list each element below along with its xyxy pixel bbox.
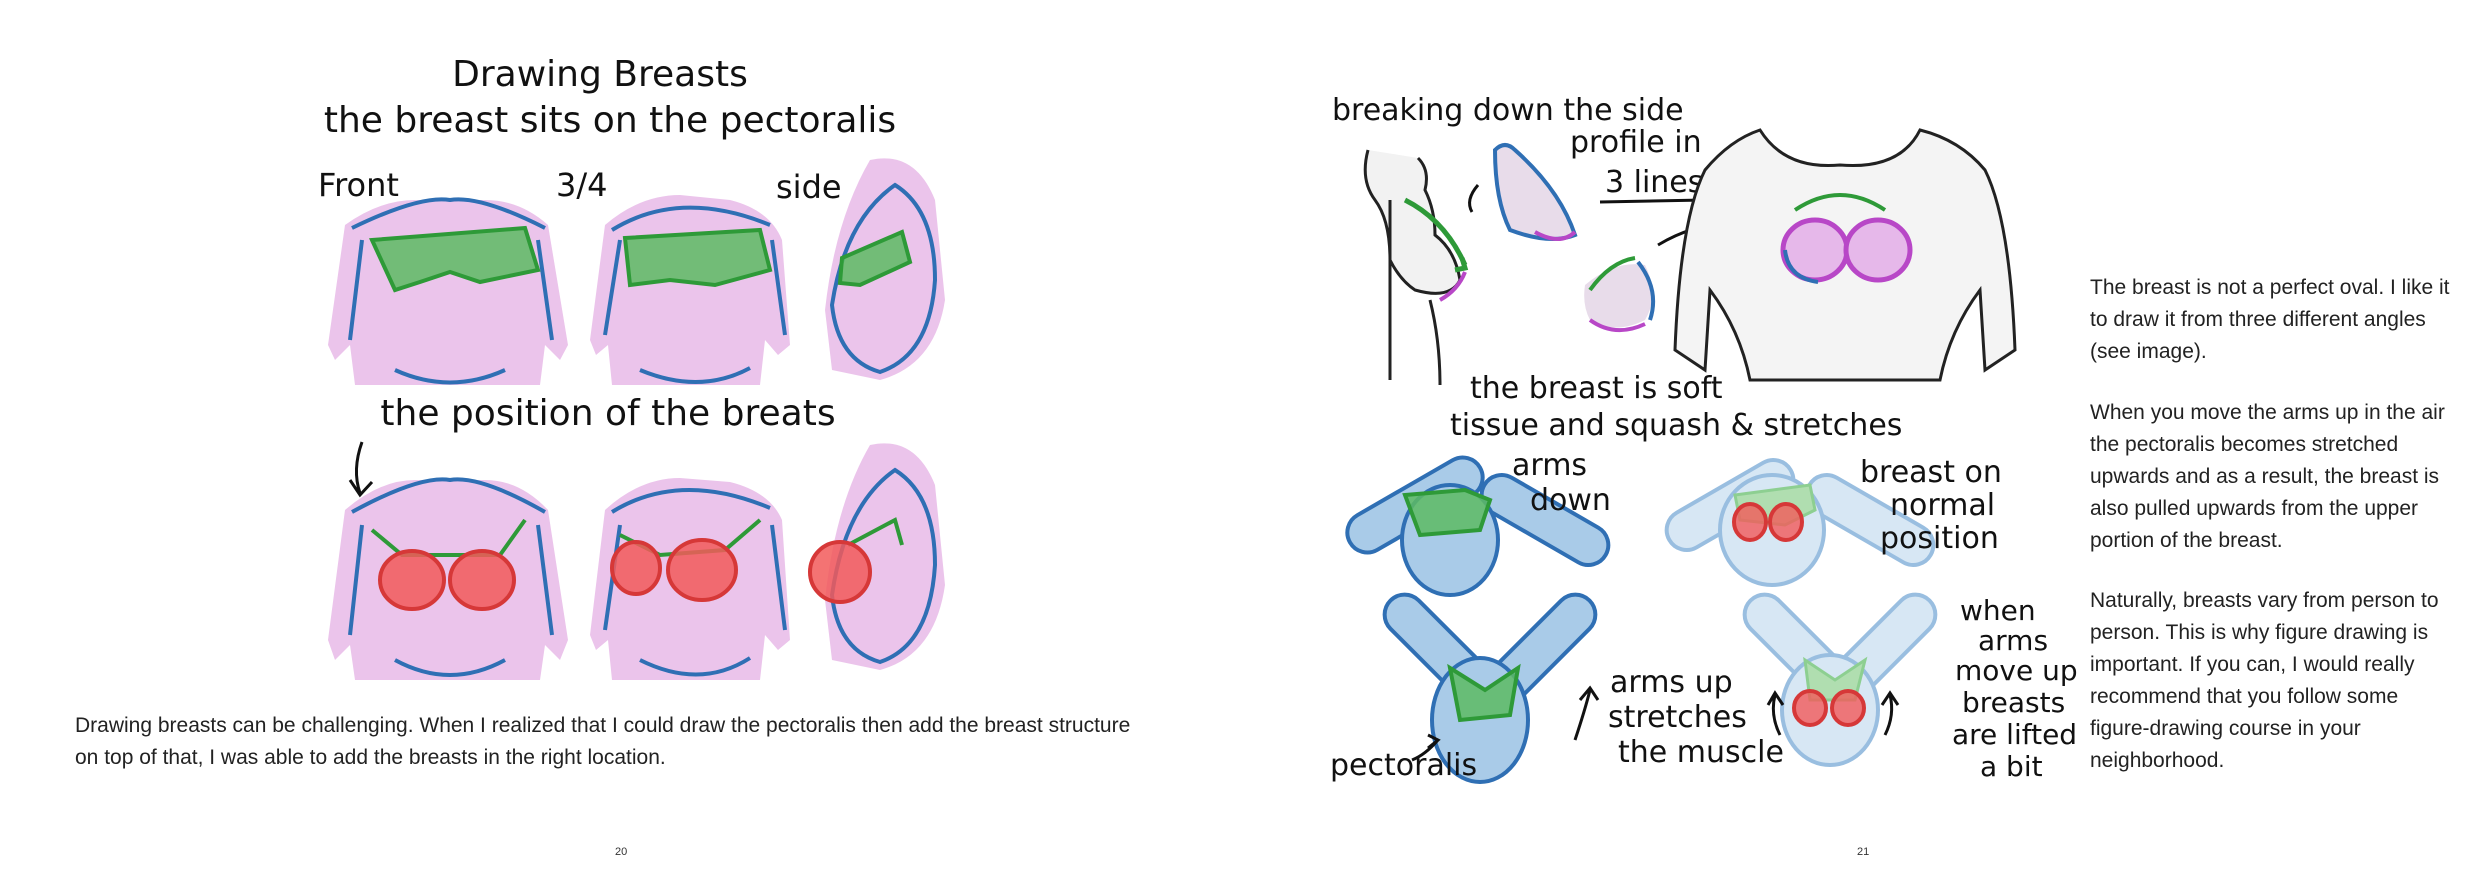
arms-down-figure — [1345, 455, 1611, 597]
front-torso-figure — [1673, 128, 2017, 382]
right-page: breaking down the side profile in 3 line… — [1240, 0, 2481, 875]
label-position: the position of the breats — [380, 393, 835, 434]
torso-three-quarter-bottom — [590, 478, 790, 680]
label-front: Front — [318, 166, 399, 204]
lifted-figure — [1742, 592, 1938, 767]
left-illustration: Drawing Breasts the breast sits on the p… — [318, 54, 945, 680]
right-illustration: breaking down the side profile in 3 line… — [1330, 93, 2078, 784]
arms-up-figure — [1382, 592, 1600, 784]
label-arms-down-2: down — [1530, 483, 1611, 518]
left-paragraph: Drawing breasts can be challenging. When… — [75, 714, 1131, 769]
left-page: Drawing Breasts the breast sits on the p… — [0, 0, 1240, 875]
figure-subtitle: the breast sits on the pectoralis — [324, 100, 896, 141]
label-breaking-3: 3 lines — [1605, 165, 1703, 200]
label-arms-down-1: arms — [1512, 448, 1587, 483]
right-paragraph-3: Naturally, breasts vary from person to p… — [2090, 589, 2439, 772]
label-soft-2: tissue and squash & stretches — [1450, 408, 1902, 443]
profile-shape-large — [1468, 143, 1578, 241]
torso-side-bottom — [808, 443, 945, 670]
page-number-right: 21 — [1857, 846, 1870, 858]
side-profile-figure — [1363, 149, 1469, 386]
label-lifted-4: breasts — [1962, 686, 2065, 719]
label-arms-up-2: stretches — [1608, 700, 1747, 735]
label-lifted-5: are lifted — [1952, 718, 2077, 751]
label-normal-1: breast on — [1860, 455, 2002, 490]
torso-side-top — [825, 158, 945, 380]
label-three-quarter: 3/4 — [556, 166, 608, 204]
torso-front-top — [328, 197, 568, 385]
label-lifted-1: when — [1960, 594, 2036, 627]
torso-front-bottom — [328, 477, 568, 680]
label-arms-up-3: the muscle — [1618, 735, 1784, 770]
label-lifted-2: arms — [1978, 624, 2048, 657]
label-normal-3: position — [1880, 521, 1999, 556]
arrow-down-icon — [348, 441, 374, 498]
label-breaking-1: breaking down the side — [1332, 93, 1684, 128]
label-soft-1: the breast is soft — [1470, 371, 1723, 406]
label-lifted-3: move up — [1955, 654, 2078, 687]
label-pectoralis: pectoralis — [1330, 748, 1477, 783]
figure-title: Drawing Breasts — [452, 54, 748, 95]
right-paragraph-2: When you move the arms up in the air the… — [2090, 401, 2445, 552]
page-number-left: 20 — [615, 846, 628, 858]
torso-three-quarter-top — [590, 195, 790, 385]
label-normal-2: normal — [1890, 488, 1995, 523]
label-side: side — [776, 168, 842, 206]
label-arms-up-1: arms up — [1610, 665, 1733, 700]
label-breaking-2: profile in — [1570, 125, 1702, 160]
label-lifted-6: a bit — [1980, 750, 2043, 783]
right-paragraph-1: The breast is not a perfect oval. I like… — [2090, 276, 2450, 363]
